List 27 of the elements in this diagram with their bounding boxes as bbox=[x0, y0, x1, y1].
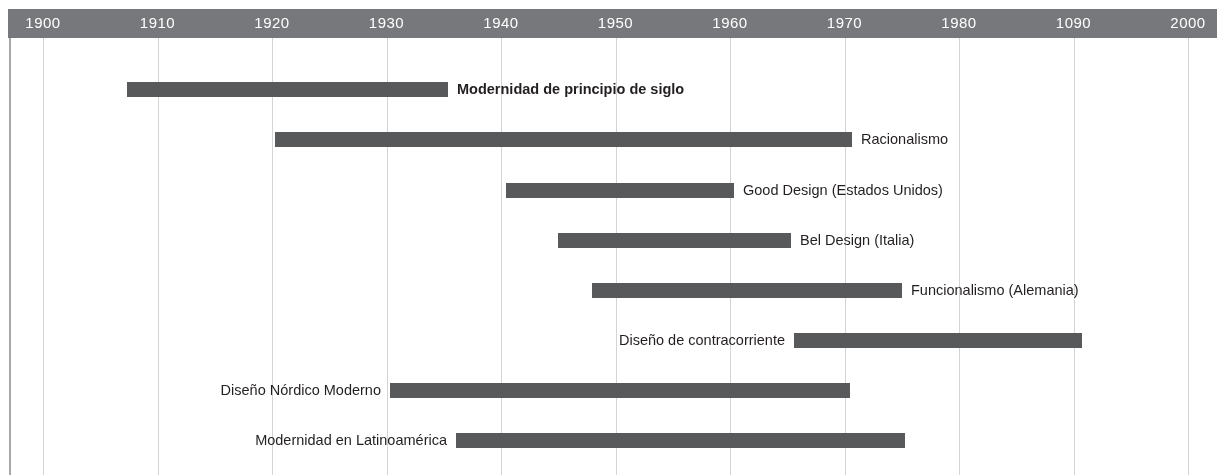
timeline-bar bbox=[592, 282, 902, 298]
year-label: 1930 bbox=[368, 14, 405, 32]
year-label: 1900 bbox=[25, 14, 61, 32]
period-label: Diseño Nórdico Moderno bbox=[220, 382, 381, 398]
year-label: 1910 bbox=[139, 14, 176, 32]
period-label: Diseño de contracorriente bbox=[618, 332, 785, 348]
timeline-bar bbox=[456, 432, 905, 448]
timeline-bar bbox=[794, 332, 1082, 348]
timeline-bar bbox=[390, 382, 850, 398]
year-label: 1960 bbox=[712, 14, 748, 32]
year-label: 2000 bbox=[1170, 14, 1206, 32]
period-label: Funcionalismo (Alemania) bbox=[911, 282, 1079, 298]
year-label: 1980 bbox=[941, 14, 977, 32]
year-label: 1920 bbox=[254, 14, 290, 32]
period-label: Bel Design (Italia) bbox=[800, 232, 915, 248]
period-label: Modernidad en Latinoamérica bbox=[255, 432, 447, 448]
year-label: 1970 bbox=[826, 14, 863, 32]
timeline-bar bbox=[275, 131, 852, 147]
timeline-bar bbox=[127, 81, 448, 97]
year-label: 1940 bbox=[483, 14, 519, 32]
year-label: 1090 bbox=[1055, 14, 1092, 32]
period-label: Modernidad de principio de siglo bbox=[457, 81, 685, 97]
period-label: Good Design (Estados Unidos) bbox=[743, 182, 943, 198]
timeline-bar bbox=[558, 232, 791, 248]
timeline-bar bbox=[506, 182, 734, 198]
year-label: 1950 bbox=[597, 14, 634, 32]
period-label: Racionalismo bbox=[861, 131, 949, 147]
